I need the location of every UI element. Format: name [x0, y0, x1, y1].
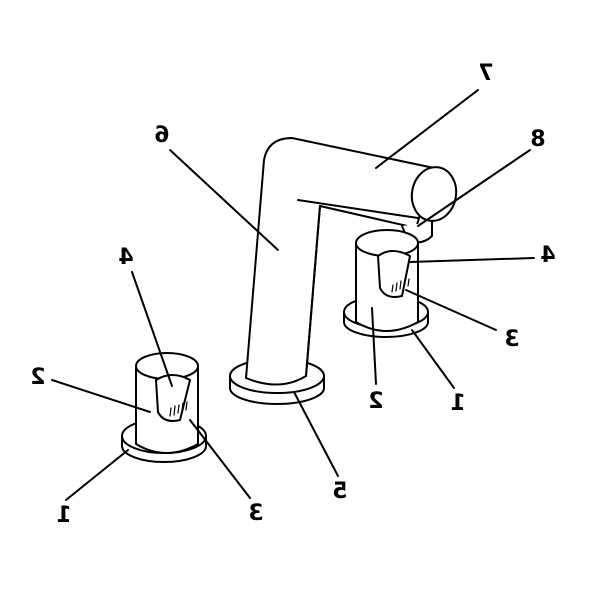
- leader-3-left: [189, 419, 251, 499]
- label-aerator: 8: [530, 127, 545, 152]
- label-left-handle-top: 4: [118, 245, 133, 270]
- label-spout: 7: [478, 61, 493, 86]
- leader-8: [417, 149, 531, 227]
- leader-1-left: [65, 449, 129, 501]
- label-center-base: 5: [332, 479, 347, 504]
- label-left-handle-body: 2: [30, 365, 45, 390]
- leader-4-right: [409, 257, 535, 263]
- leader-2-left: [51, 379, 151, 413]
- leader-2-right: [371, 307, 377, 385]
- right-handle-assembly: [343, 229, 429, 338]
- leader-3-right: [405, 289, 497, 331]
- left-handle-assembly: [121, 352, 207, 463]
- label-right-handle-top: 4: [540, 243, 555, 268]
- label-right-handle-body: 2: [368, 389, 383, 414]
- label-right-base: 1: [450, 391, 465, 416]
- leader-7: [375, 89, 479, 169]
- label-spout-body: 6: [154, 123, 169, 148]
- leader-1-right: [411, 329, 455, 389]
- callout-labels: 7 6 8 4 3 2 1 5 4 2 1 3: [30, 61, 555, 528]
- label-left-handle-marking: 3: [248, 501, 263, 526]
- leader-4-left: [131, 271, 173, 387]
- left-handle-body: [135, 352, 199, 454]
- label-left-base: 1: [56, 503, 71, 528]
- leader-lines: [51, 89, 535, 501]
- leader-5: [293, 391, 339, 477]
- center-spout-assembly: [229, 137, 458, 405]
- right-handle-marking: [391, 278, 410, 293]
- leader-6: [169, 149, 279, 251]
- label-right-handle-marking: 3: [504, 327, 519, 352]
- right-handle-body: [355, 229, 419, 332]
- left-handle-marking: [169, 401, 188, 417]
